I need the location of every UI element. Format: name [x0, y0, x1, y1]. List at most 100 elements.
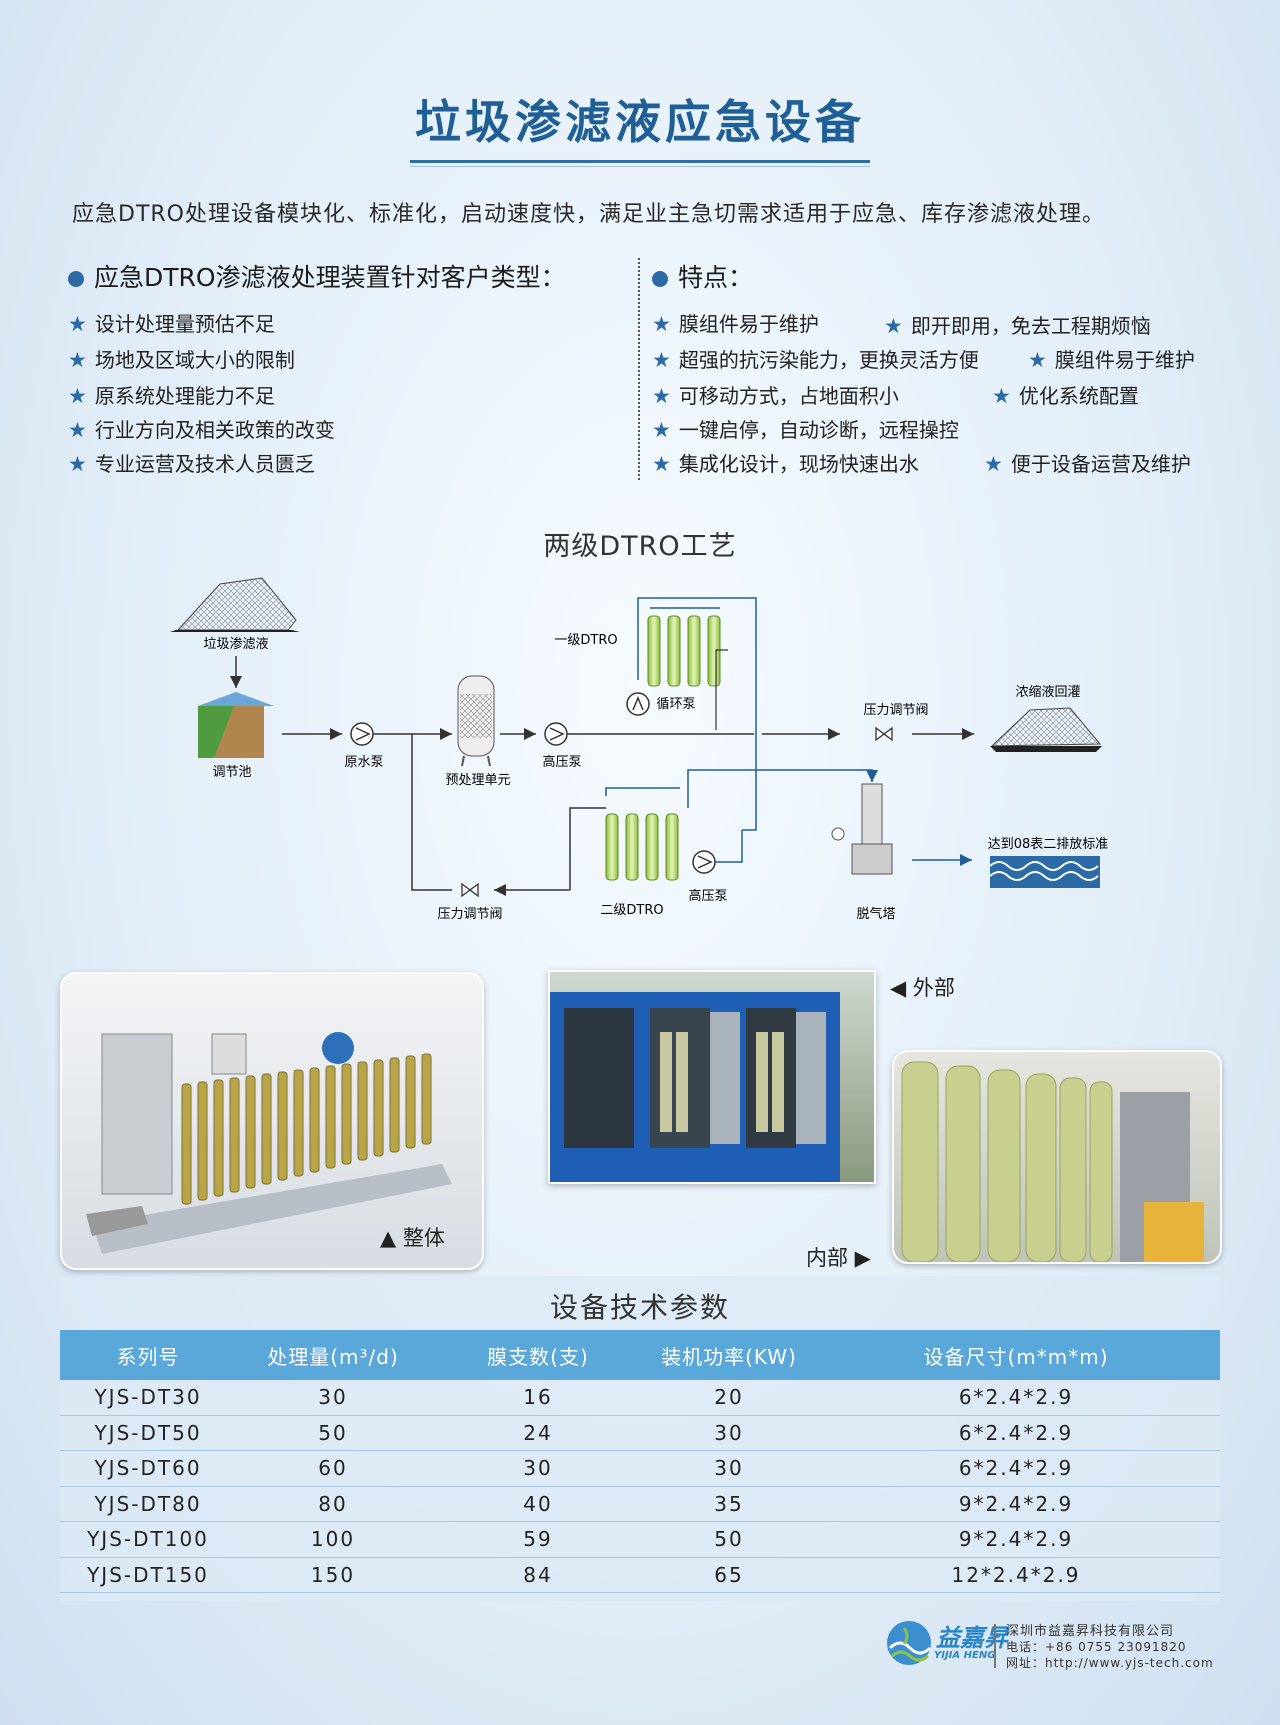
label-degas: 脱气塔 [856, 906, 895, 922]
cell-model: YJS-DT60 [60, 1450, 236, 1487]
feature-item: ★膜组件易于维护 [652, 312, 819, 336]
star-icon: ★ [68, 312, 87, 336]
feature-item: ★优化系统配置 [992, 384, 1139, 408]
client-item: ★设计处理量预估不足 [68, 312, 275, 336]
company-phone: 电话：+86 0755 23091820 [1006, 1640, 1187, 1654]
raw-pump-icon [350, 722, 374, 746]
permeate-line [715, 830, 743, 863]
cell-model: YJS-DT100 [60, 1521, 236, 1558]
feature-item: ★一键启停，自动诊断，远程操控 [652, 418, 959, 442]
caption-whole: ▲ 整体 [380, 1226, 445, 1250]
label-valve1: 压力调节阀 [863, 703, 928, 718]
label-leachate: 垃圾渗滤液 [203, 637, 268, 652]
cell-model: YJS-DT30 [60, 1380, 236, 1416]
flow-line [411, 734, 452, 891]
col-capacity: 处理量(m³/d) [236, 1330, 430, 1380]
cell-membranes: 16 [430, 1380, 646, 1416]
cell-capacity: 100 [236, 1521, 430, 1558]
cell-capacity: 80 [236, 1486, 430, 1522]
star-icon: ★ [68, 418, 87, 442]
cell-model: YJS-DT50 [60, 1415, 236, 1451]
client-item: ★专业运营及技术人员匮乏 [68, 452, 315, 476]
cell-size: 6*2.4*2.9 [812, 1450, 1220, 1487]
bullet-icon [652, 271, 668, 287]
bullet-icon [68, 271, 84, 287]
discharge-water-icon [989, 856, 1100, 888]
footer-divider [994, 1624, 996, 1668]
leachate-pile-icon [170, 577, 300, 632]
cell-power: 50 [646, 1521, 812, 1558]
degassing-tower-icon [831, 783, 893, 875]
flow-line [715, 649, 728, 730]
cell-membranes: 24 [430, 1415, 646, 1451]
dtro-stage2-membranes [605, 813, 679, 881]
col-membranes: 膜支数(支) [430, 1330, 646, 1380]
star-icon: ★ [984, 452, 1003, 476]
star-icon: ★ [992, 384, 1011, 408]
features-heading: 特点： [652, 258, 753, 294]
star-icon: ★ [652, 418, 671, 442]
cell-power: 20 [646, 1380, 812, 1416]
label-concentrate: 浓缩液回灌 [1015, 684, 1080, 700]
cell-membranes: 59 [430, 1521, 646, 1558]
star-icon: ★ [1028, 348, 1047, 372]
cell-membranes: 84 [430, 1557, 646, 1593]
client-item: ★行业方向及相关政策的改变 [68, 418, 335, 442]
cell-membranes: 30 [430, 1450, 646, 1487]
label-circ-pump: 循环泵 [656, 697, 695, 712]
client-item: ★原系统处理能力不足 [68, 384, 275, 408]
star-icon: ★ [68, 384, 87, 408]
star-icon: ★ [652, 384, 671, 408]
cell-capacity: 60 [236, 1450, 430, 1487]
feature-item: ★膜组件易于维护 [1028, 348, 1195, 372]
cell-model: YJS-DT150 [60, 1557, 236, 1593]
params-table: 系列号 处理量(m³/d) 膜支数(支) 装机功率(KW) 设备尺寸(m*m*m… [60, 1330, 1220, 1593]
star-icon: ★ [652, 348, 671, 372]
star-icon: ★ [68, 452, 87, 476]
pressure-valve-icon [875, 726, 893, 742]
feature-item: ★集成化设计，现场快速出水 [652, 452, 919, 476]
concentrate-pile-icon [990, 707, 1102, 752]
label-hp-pump2: 高压泵 [688, 888, 727, 904]
cell-power: 30 [646, 1450, 812, 1487]
equipment-whole-image [86, 1032, 452, 1254]
dtro-stage1-membranes [647, 615, 721, 687]
label-dtro2: 二级DTRO [600, 903, 663, 918]
table-title: 设备技术参数 [549, 1291, 730, 1324]
cell-model: YJS-DT80 [60, 1486, 236, 1522]
label-hp-pump1: 高压泵 [542, 754, 581, 770]
title-underline [410, 160, 870, 163]
process-diagram: 垃圾渗滤液 调节池 原水泵 预处理单元 高压泵 一级DTRO [170, 577, 1109, 922]
permeate-line [687, 769, 766, 808]
regulating-tank-icon [198, 692, 274, 758]
feature-item: ★便于设备运营及维护 [984, 452, 1191, 476]
star-icon: ★ [652, 312, 671, 336]
permeate-line [605, 787, 680, 796]
col-size: 设备尺寸(m*m*m) [812, 1330, 1220, 1380]
feature-item: ★超强的抗污染能力，更换灵活方便 [652, 348, 979, 372]
col-model: 系列号 [60, 1330, 236, 1380]
circulation-pump-icon [626, 692, 650, 716]
label-raw-pump: 原水泵 [344, 755, 383, 770]
intro-text: 应急DTRO处理设备模块化、标准化，启动速度快，满足业主急切需求适用于应急、库存… [72, 202, 1105, 227]
table-header-row: 系列号 处理量(m³/d) 膜支数(支) 装机功率(KW) 设备尺寸(m*m*m… [60, 1330, 1220, 1380]
page-title: 垃圾渗滤液应急设备 [415, 95, 865, 149]
caption-outside: ◀ 外部 [890, 976, 955, 1000]
company-logo-icon [887, 1621, 932, 1665]
company-name: 深圳市益嘉昇科技有限公司 [1006, 1624, 1175, 1639]
photo-exterior [548, 970, 876, 1184]
feature-item: ★即开即用，免去工程期烦恼 [884, 314, 1151, 338]
cell-power: 30 [646, 1415, 812, 1451]
pretreatment-unit-icon [457, 675, 495, 767]
cell-membranes: 40 [430, 1486, 646, 1522]
clients-heading: 应急DTRO渗滤液处理装置针对客户类型： [68, 258, 566, 294]
label-dtro1: 一级DTRO [554, 633, 617, 648]
cell-capacity: 150 [236, 1557, 430, 1593]
label-standard: 达到08表二排放标准 [988, 837, 1109, 852]
equipment-interior-image [901, 1061, 1204, 1262]
client-item: ★场地及区域大小的限制 [68, 348, 295, 372]
label-pretreat: 预处理单元 [445, 773, 510, 788]
